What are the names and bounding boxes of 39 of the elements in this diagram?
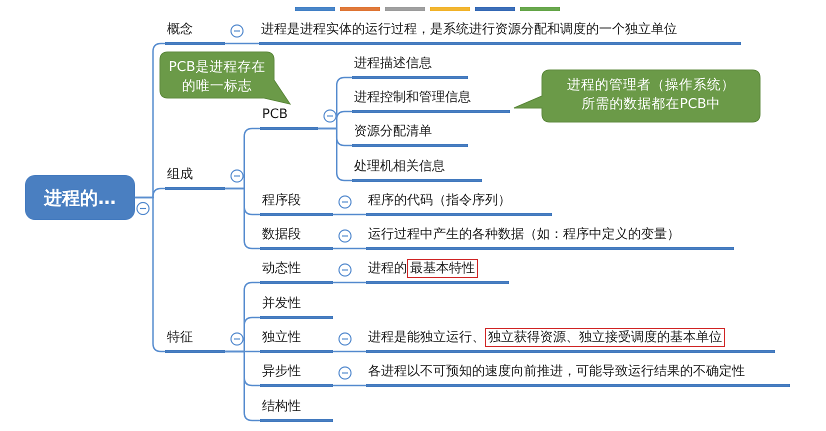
branch-topic: 各进程以不可预知的速度向前推进，可能导致运行结果的不确定性 [366,361,790,387]
branch-topic: 特征 [165,327,225,353]
branch-topic: 运行过程中产生的各种数据（如：程序中定义的变量） [366,224,734,250]
branch-topic: 程序段 [260,190,333,216]
branch-topic: 进程控制和管理信息 [352,87,510,113]
branch-topic: 异步性 [260,361,333,387]
branch-topic: 动态性 [260,258,333,284]
connector-line [333,384,366,386]
topic-text: 进程是能独立运行、 [368,330,485,345]
highlight-box: 最基本特性 [407,259,478,278]
callout-text: PCB是进程存在的唯一标志 [168,58,266,96]
connector-line [318,128,352,182]
speech-bubble [514,70,760,122]
branch-topic [366,258,509,284]
branch-topic: 进程是进程实体的运行过程，是系统进行资源分配和调度的一个独立单位 [259,19,741,45]
branch-topic: 数据段 [260,224,333,250]
connector-line [225,188,260,250]
connector-line [225,350,260,422]
branch-topic: 独立性 [260,327,333,353]
branch-topic: 程序的代码（指令序列） [366,190,552,216]
topic-text: 进程的 [368,261,407,276]
branch-topic [366,327,775,353]
branch-topic: 进程描述信息 [352,53,468,79]
root-topic-box: 进程的… [25,175,135,220]
connector-line [333,350,366,352]
branch-topic: 组成 [165,164,225,190]
connector-line [333,248,366,250]
branch-topic: 结构性 [260,396,333,422]
callout-text: 进程的管理者（操作系统）所需的数据都在PCB中 [566,76,736,114]
branch-topic: PCB [260,104,318,130]
speech-bubble [160,52,290,104]
connector-line [333,214,366,216]
branch-topic: 并发性 [260,293,333,319]
branch-topic: 资源分配清单 [352,121,468,147]
connector-line [225,42,259,44]
connector-line [333,282,366,284]
branch-topic: 概念 [165,19,225,45]
highlight-box: 独立获得资源、独立接受调度的基本单位 [485,328,725,347]
branch-topic: 处理机相关信息 [352,156,482,182]
